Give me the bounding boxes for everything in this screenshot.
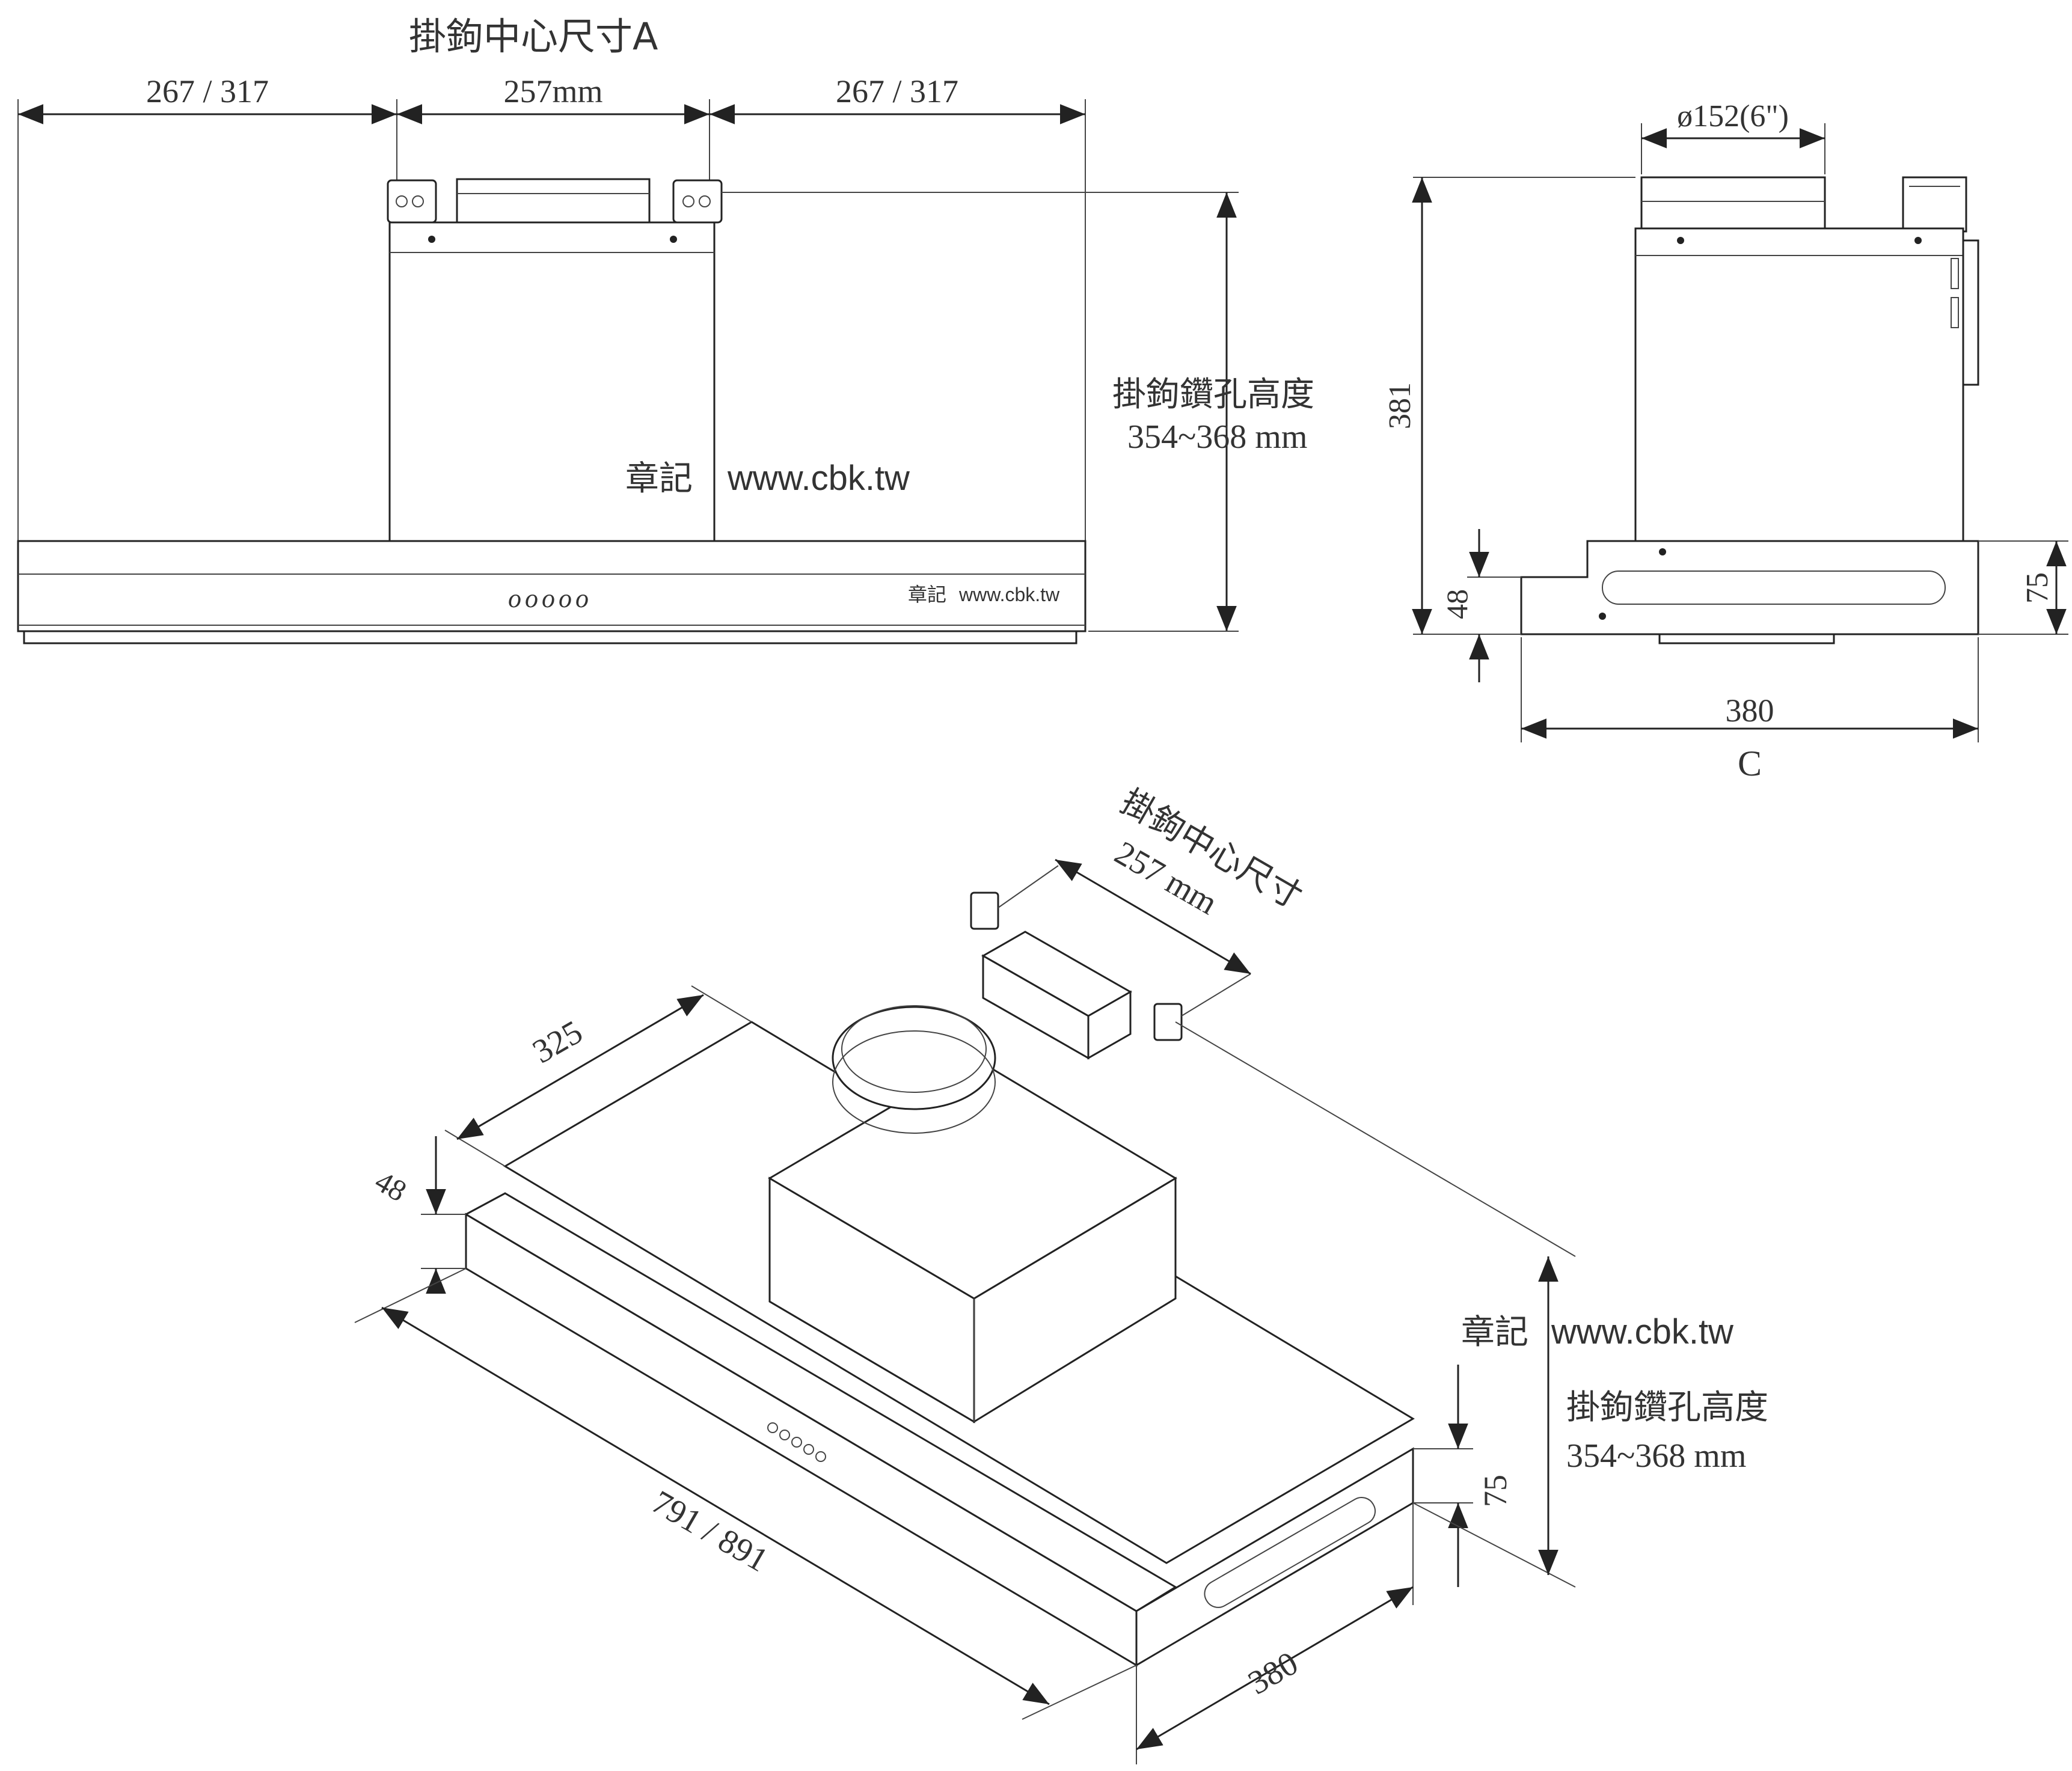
front-height-label-1: 掛鉤鑽孔高度 xyxy=(1112,375,1314,414)
svg-text:章記: 章記 xyxy=(908,583,946,606)
iso-front-height: 48 xyxy=(370,1164,412,1208)
iso-width: 791 / 891 xyxy=(646,1484,774,1579)
front-dim-center: 257mm xyxy=(503,73,602,109)
iso-duct xyxy=(832,1006,996,1110)
side-height-total: 381 xyxy=(1383,382,1417,429)
side-depth: 380 xyxy=(1726,693,1774,729)
side-height-front: 48 xyxy=(1440,589,1474,619)
front-dim-left: 267 / 317 xyxy=(146,73,269,109)
watermark-small: 章記 www.cbk.tw xyxy=(908,583,1060,606)
front-view: 掛鉤中心尺寸A 267 / 317 257mm 267 / 317 ooooo xyxy=(17,14,1314,644)
side-view-label: C xyxy=(1738,744,1762,783)
right-hook xyxy=(672,179,723,224)
svg-text:章記: 章記 xyxy=(625,459,693,498)
iso-depth-bottom: 380 xyxy=(1242,1645,1305,1702)
iso-body-height: 75 xyxy=(1477,1475,1513,1507)
front-height-label-2: 354~368 mm xyxy=(1127,418,1307,456)
side-view: ø152(6") 381 48 75 xyxy=(1383,99,2068,783)
svg-text:章記: 章記 xyxy=(1461,1313,1528,1352)
iso-depth-top: 325 xyxy=(527,1014,589,1071)
iso-view: 掛鉤中心尺寸 257 mm 325 48 791 / 891 380 75 xyxy=(354,782,1768,1764)
svg-text:www.cbk.tw: www.cbk.tw xyxy=(958,584,1060,605)
svg-text:www.cbk.tw: www.cbk.tw xyxy=(727,459,910,498)
iso-height-label-2: 354~368 mm xyxy=(1566,1437,1746,1475)
svg-text:www.cbk.tw: www.cbk.tw xyxy=(1551,1312,1734,1351)
front-dim-right: 267 / 317 xyxy=(836,73,958,109)
hood-panel xyxy=(17,540,1087,632)
side-housing xyxy=(1634,227,1964,542)
watermark-front: 章記 www.cbk.tw xyxy=(625,459,910,498)
watermark-iso: 章記 www.cbk.tw xyxy=(1461,1312,1734,1352)
side-height-body: 75 xyxy=(2020,572,2055,604)
iso-height-label-1: 掛鉤鑽孔高度 xyxy=(1566,1388,1768,1427)
motor-housing xyxy=(388,221,716,545)
duct-diameter: ø152(6") xyxy=(1677,99,1789,133)
control-buttons: ooooo xyxy=(508,584,592,613)
front-title: 掛鉤中心尺寸A xyxy=(409,14,658,58)
